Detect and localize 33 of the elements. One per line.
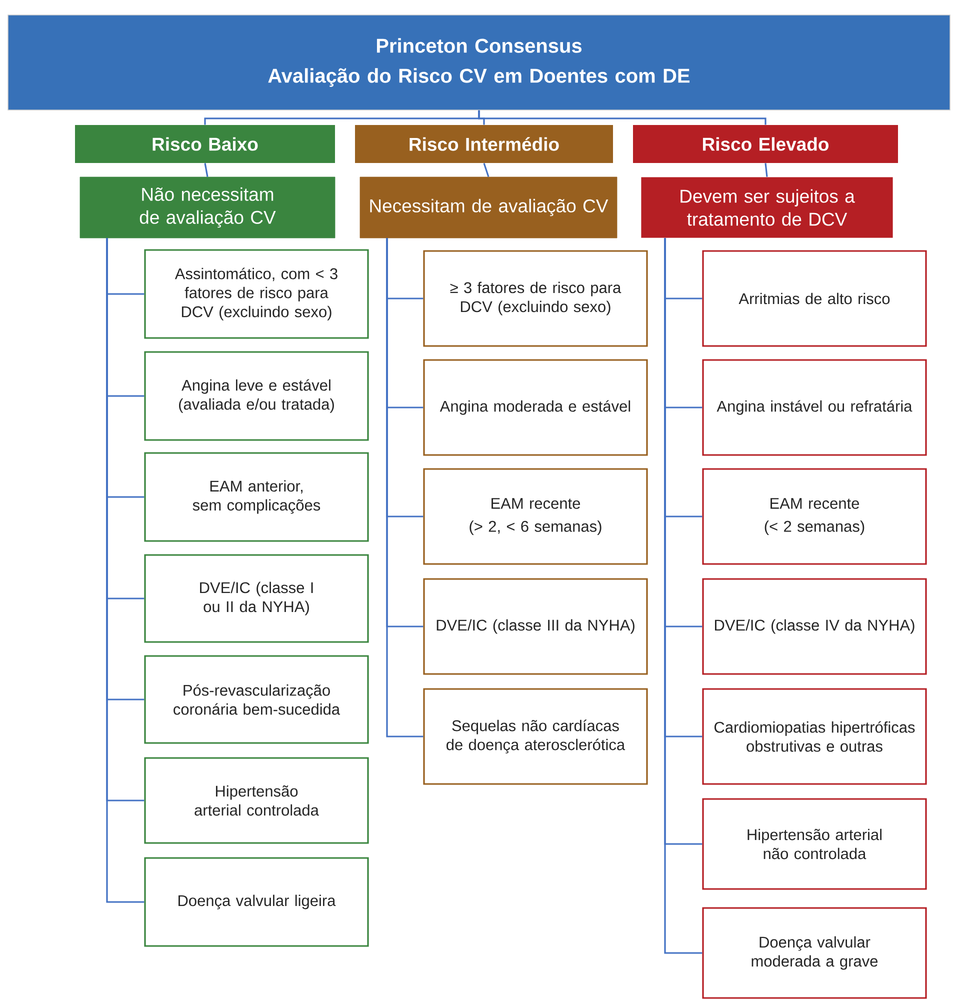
condition-box: Assintomático, com < 3 fatores de risco para DCV (excluindo sexo) <box>144 249 369 339</box>
condition-box: Cardiomiopatias hipertróficas obstrutivas e outras <box>702 688 927 785</box>
condition-box: Hipertensão arterial não controlada <box>702 798 927 890</box>
connector-line <box>386 238 424 738</box>
condition-box: EAM recente (< 2 semanas) <box>702 468 927 565</box>
condition-box: ≥ 3 fatores de risco para DCV (excluindo sexo) <box>423 250 648 347</box>
recommendation-box: Devem ser sujeitos a tratamento de DCV <box>640 176 894 238</box>
condition-box: Doença valvular moderada a grave <box>702 907 927 999</box>
condition-box: Angina instável ou refratária <box>702 359 927 456</box>
condition-box: Doença valvular ligeira <box>144 857 369 947</box>
connector-line <box>478 110 766 125</box>
condition-box: DVE/IC (classe IV da NYHA) <box>702 578 927 675</box>
recommendation-box: Não necessitam de avaliação CV <box>80 176 336 238</box>
connector-line <box>204 163 208 177</box>
title-box: Princeton Consensus Avaliação do Risco CV em Doentes com DE <box>8 14 950 110</box>
condition-box: EAM anterior, sem complicações <box>144 452 369 542</box>
category-box: Risco Baixo <box>75 125 335 163</box>
condition-box: Hipertensão arterial controlada <box>144 757 369 844</box>
connector-line <box>664 238 702 954</box>
category-box: Risco Elevado <box>633 125 898 163</box>
condition-box: Angina moderada e estável <box>423 359 648 456</box>
condition-box: Sequelas não cardíacas de doença aterosclerótica <box>423 688 648 785</box>
condition-box: DVE/IC (classe III da NYHA) <box>423 578 648 675</box>
condition-box: Pós-revascularização coronária bem-sucedida <box>144 655 369 744</box>
condition-box: DVE/IC (classe I ou II da NYHA) <box>144 554 369 643</box>
connector-line <box>106 238 144 903</box>
connector-line <box>764 163 768 177</box>
category-box: Risco Intermédio <box>355 125 613 163</box>
condition-box: EAM recente (> 2, < 6 semanas) <box>423 468 648 565</box>
connector-line <box>483 162 490 178</box>
condition-box: Angina leve e estável (avaliada e/ou tratada) <box>144 351 369 441</box>
condition-box: Arritmias de alto risco <box>702 250 927 347</box>
recommendation-box: Necessitam de avaliação CV <box>360 176 618 238</box>
